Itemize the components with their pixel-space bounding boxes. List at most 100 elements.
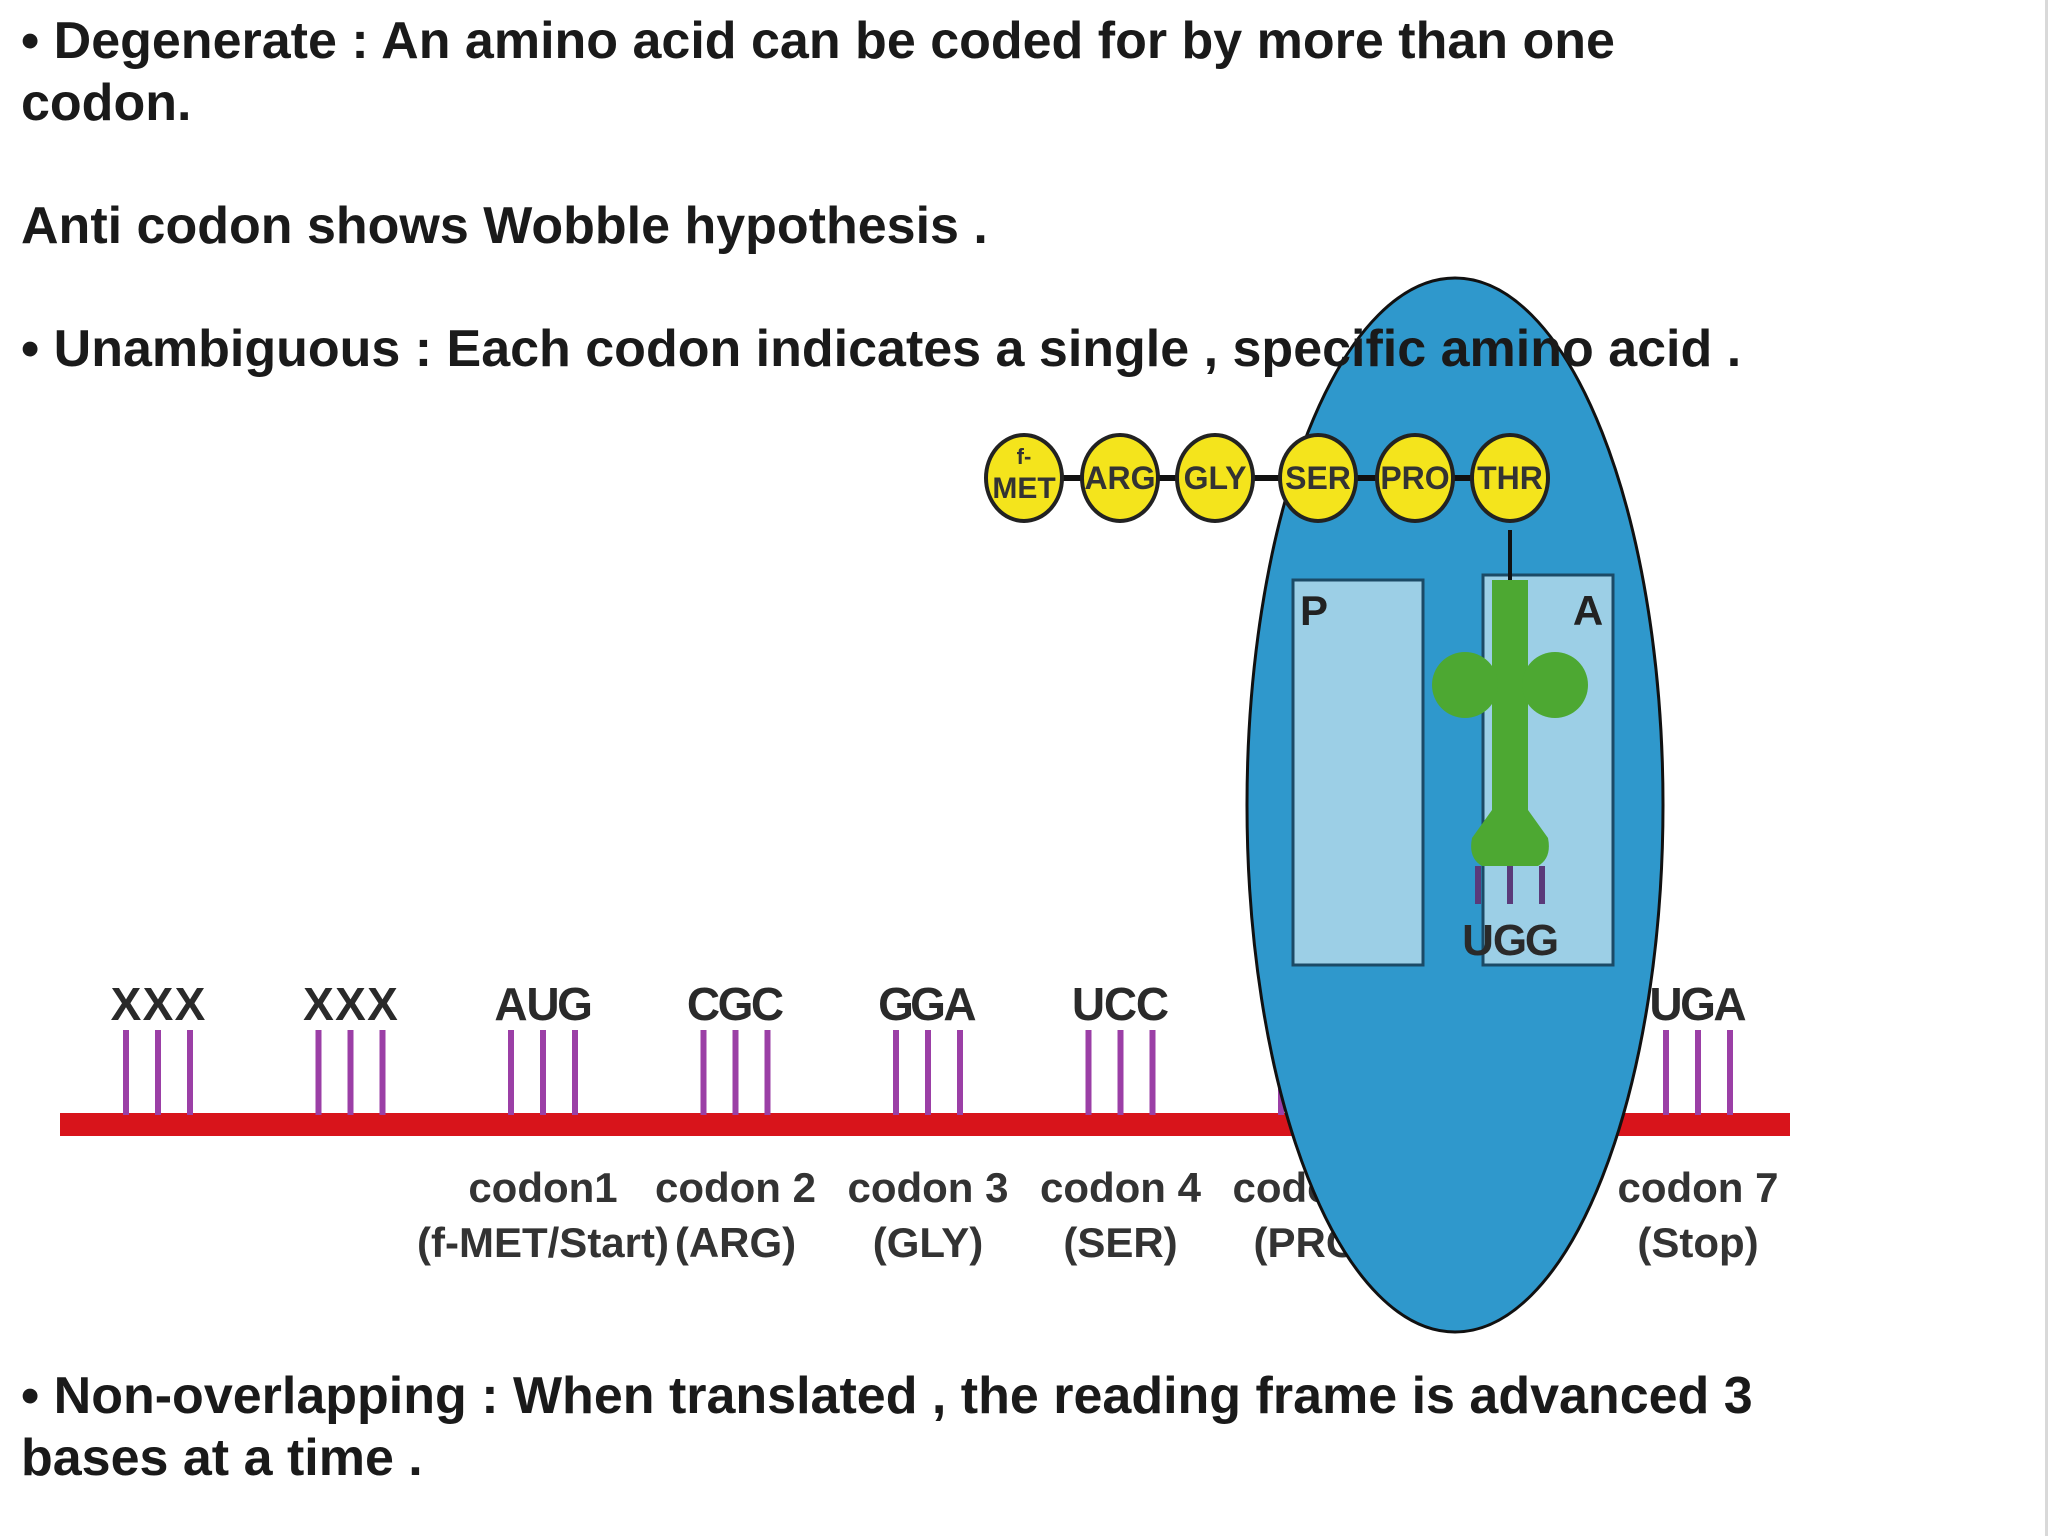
base-tick (1695, 1030, 1701, 1115)
base-tick (764, 1030, 771, 1115)
amino-acid-label: THR (1477, 460, 1543, 496)
codon-amino-label: (f-MET/Start) (417, 1219, 669, 1266)
codon-number-label: codon1 (468, 1164, 617, 1211)
unambiguous-bullet: • Unambiguous : Each codon indicates a s… (21, 320, 1742, 378)
amino-acid-circle (1175, 433, 1255, 523)
nonoverlapping-bullet-continued: bases at a time . (21, 1429, 423, 1487)
base-tick (1085, 1030, 1092, 1115)
codon-number-label: codon 2 (655, 1164, 816, 1211)
base-tick (187, 1030, 193, 1115)
base-tick (572, 1030, 578, 1115)
base-letter: G (1680, 978, 1716, 1030)
base-letter: U (1649, 978, 1682, 1030)
anticodon-letter: G (1493, 916, 1527, 965)
polypeptide-chain: f- MET ARG GLY SER PRO THR (984, 433, 1550, 523)
trna-stem (1492, 580, 1528, 840)
amino-acid-label: MET (992, 472, 1055, 505)
amino-acid-pro: PRO (1375, 433, 1455, 523)
amino-acid-label: f- (1017, 444, 1032, 469)
amino-acid-circle (1470, 433, 1550, 523)
base-tick (1149, 1030, 1156, 1115)
base-letter: A (943, 978, 976, 1030)
base-letter: X (111, 978, 142, 1030)
base-letter: C (751, 978, 784, 1030)
anticodon-tick (1507, 866, 1513, 904)
base-letter: X (143, 978, 174, 1030)
anticodon-letter: G (1525, 916, 1559, 965)
amino-acid-arg: ARG (1080, 433, 1160, 523)
amino-acid-label: PRO (1380, 460, 1449, 496)
base-letter: U (1072, 978, 1105, 1030)
base-letter: G (718, 978, 754, 1030)
codon-amino-label: (ARG) (675, 1219, 796, 1266)
base-letter: A (1713, 978, 1746, 1030)
anticodon-letter: U (1462, 916, 1494, 965)
degenerate-bullet-continued: codon. (21, 74, 192, 132)
base-letter: U (526, 978, 559, 1030)
degenerate-bullet: • Degenerate : An amino acid can be code… (21, 12, 1615, 70)
base-letter: G (878, 978, 914, 1030)
amino-acid-ser: SER (1278, 433, 1358, 523)
codon-number-label: codon 7 (1617, 1164, 1778, 1211)
base-letter: C (1136, 978, 1169, 1030)
base-tick (732, 1030, 739, 1115)
anticodon-tick (1539, 866, 1545, 904)
base-letter: X (335, 978, 366, 1030)
anticodon-wobble-note: Anti codon shows Wobble hypothesis . (21, 197, 988, 255)
base-letter: X (175, 978, 206, 1030)
amino-acid-circle (1375, 433, 1455, 523)
base-letter: A (494, 978, 527, 1030)
a-site-label: A (1573, 587, 1603, 634)
base-tick (700, 1030, 707, 1115)
amino-acid-fmet: f- MET (984, 433, 1064, 523)
ribosome (1245, 276, 1665, 1334)
base-letter: C (687, 978, 720, 1030)
codon-number-label: codon 4 (1040, 1164, 1202, 1211)
amino-acid-label: GLY (1184, 460, 1247, 496)
codon-amino-label: (SER) (1063, 1219, 1177, 1266)
amino-acid-label: SER (1285, 460, 1351, 496)
p-site (1291, 578, 1425, 967)
anticodon-tick (1475, 866, 1481, 904)
amino-acid-thr: THR (1470, 433, 1550, 523)
trna-left-loop (1432, 652, 1498, 718)
base-tick (1727, 1030, 1733, 1115)
trna-right-loop (1522, 652, 1588, 718)
base-tick (155, 1030, 161, 1115)
base-letter: G (910, 978, 946, 1030)
amino-acid-circle (1080, 433, 1160, 523)
base-tick (508, 1030, 514, 1115)
base-letter: C (1104, 978, 1137, 1030)
base-letter: G (557, 978, 593, 1030)
trna-anticodon-foot (1471, 810, 1549, 866)
slide-right-border (2045, 0, 2048, 1536)
base-tick (1663, 1030, 1669, 1115)
base-letter: X (303, 978, 334, 1030)
codon-number-label: codon 3 (847, 1164, 1008, 1211)
base-tick (379, 1030, 386, 1115)
base-tick (540, 1030, 546, 1115)
base-tick (893, 1030, 899, 1115)
nonoverlapping-bullet: • Non-overlapping : When translated , th… (21, 1367, 1753, 1425)
base-tick (957, 1030, 963, 1115)
trna: UGG (1432, 530, 1588, 965)
base-tick (123, 1030, 129, 1115)
base-tick (347, 1030, 354, 1115)
codon-amino-label: (GLY) (873, 1219, 983, 1266)
amino-acid-label: ARG (1084, 460, 1155, 496)
amino-acid-gly: GLY (1175, 433, 1255, 523)
amino-acid-circle (1278, 433, 1358, 523)
base-letter: X (367, 978, 398, 1030)
p-site-label: P (1300, 587, 1328, 634)
base-tick (1117, 1030, 1124, 1115)
base-tick (315, 1030, 322, 1115)
